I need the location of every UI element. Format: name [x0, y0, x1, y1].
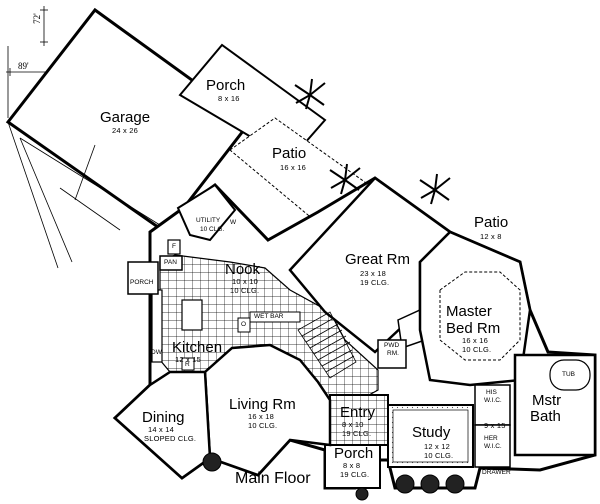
right-patio-size: 12 x 8	[480, 232, 502, 241]
side-porch	[127, 261, 159, 295]
wet-bar-counter	[249, 311, 301, 323]
powder-room-label-2: RM.	[387, 350, 399, 357]
drawer-label: DRAWER	[482, 469, 511, 476]
powder-room	[377, 339, 407, 369]
pantry	[159, 255, 183, 271]
utility-note: 10 CLG.	[200, 226, 225, 233]
study-note: 10 CLG.	[424, 451, 454, 460]
tub-label: TUB	[562, 371, 575, 378]
his-wic-label-2: W.I.C.	[484, 397, 502, 404]
front-porch-label: Porch	[334, 445, 374, 462]
rear-porch-label: Porch	[206, 77, 246, 94]
oven-label: O	[241, 321, 247, 328]
driveway-lines	[7, 121, 73, 269]
his-wic-label-1: HIS	[486, 389, 497, 396]
entry-size: 8 x 10	[342, 420, 364, 429]
nook-label: Nook	[225, 261, 261, 278]
garage-label: Garage	[100, 109, 151, 126]
master-bed-label-2: Bed Rm	[446, 320, 501, 337]
master-bed-size: 16 x 16	[462, 336, 489, 345]
tub	[549, 359, 591, 391]
mstr-bath-label-1: Mstr	[532, 392, 562, 409]
kitchen-size: 12 x 15	[175, 355, 202, 364]
range	[181, 357, 195, 371]
garage-size: 24 x 26	[112, 126, 139, 135]
dishwasher-label: DW	[151, 349, 162, 356]
range-label: R	[185, 361, 190, 368]
dining-label: Dining	[142, 409, 185, 426]
his-wic	[474, 384, 511, 426]
freezer-label: F	[172, 243, 176, 250]
entry-label: Entry	[340, 404, 376, 421]
pantry-label: PAN	[164, 259, 177, 266]
garage-doors	[19, 137, 169, 231]
freezer	[167, 239, 181, 255]
living-room-outline	[203, 343, 332, 477]
kitchen-island	[181, 299, 203, 331]
utility-label: UTILITY	[196, 217, 221, 224]
study-inner	[392, 409, 469, 463]
wet-bar-label: WET BAR	[254, 313, 284, 320]
nook-size: 10 x 10	[232, 277, 259, 286]
master-ceiling-octagon	[439, 271, 521, 361]
kitchen-label: Kitchen	[172, 339, 223, 356]
her-wic	[474, 424, 511, 468]
utility-room	[176, 183, 237, 242]
living-room-label: Living Rm	[229, 396, 296, 413]
shrubs	[202, 452, 465, 501]
front-porch-outline	[324, 444, 381, 489]
palm-tree-icon	[294, 78, 451, 205]
master-bed-note: 10 CLG.	[462, 345, 492, 354]
mstr-bath-size: 9 x 15	[484, 421, 506, 430]
center-patio-label: Patio	[272, 145, 307, 162]
mstr-bath-label-2: Bath	[530, 408, 561, 425]
powder-room-label-1: PWD	[384, 342, 400, 349]
great-room-label: Great Rm	[345, 251, 411, 268]
right-patio-label: Patio	[474, 214, 509, 231]
rear-porch-size: 8 x 16	[218, 94, 240, 103]
entry-outline	[329, 394, 389, 446]
her-wic-label-1: HER	[484, 435, 498, 442]
study-size: 12 x 12	[424, 442, 451, 451]
living-room-size: 16 x 18	[248, 412, 275, 421]
living-room-note: 10 CLG.	[248, 421, 278, 430]
her-wic-label-2: W.I.C.	[484, 443, 502, 450]
master-bed-label-1: Master	[446, 303, 492, 320]
side-porch-label: PORCH	[130, 279, 154, 286]
stairs	[297, 311, 357, 379]
nook-note: 10 CLG.	[230, 286, 260, 295]
center-patio-size: 16 x 16	[280, 163, 307, 172]
oven	[237, 317, 251, 333]
dining-note: SLOPED CLG.	[144, 434, 197, 443]
depth-dimension: 72'	[31, 13, 42, 24]
washer-label: W	[230, 219, 237, 226]
great-room-note: 19 CLG.	[360, 278, 390, 287]
width-dimension: 89'	[18, 61, 29, 71]
great-room-size: 23 x 18	[360, 269, 387, 278]
study-label: Study	[412, 424, 451, 441]
entry-note: 19 CLG.	[342, 429, 372, 438]
floor-title: Main Floor	[235, 470, 311, 487]
front-porch-size: 8 x 8	[343, 461, 361, 470]
front-porch-note: 19 CLG.	[340, 470, 370, 479]
dining-size: 14 x 14	[148, 425, 175, 434]
